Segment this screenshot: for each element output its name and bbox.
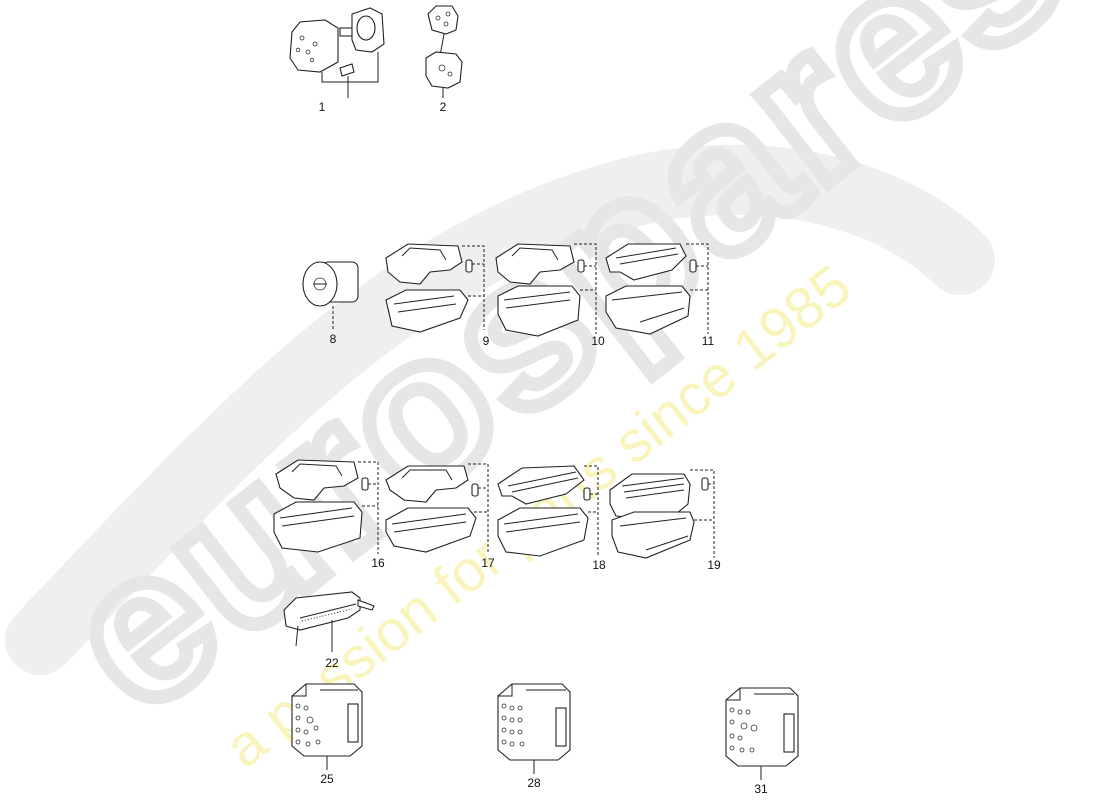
callout-part-28[interactable]: 28 (527, 776, 541, 790)
callout-part-2[interactable]: 2 (439, 100, 447, 114)
callout-part-17[interactable]: 17 (481, 556, 495, 570)
callout-part-18[interactable]: 18 (592, 558, 606, 572)
part-25-drawing (291, 683, 363, 770)
callout-part-19[interactable]: 19 (707, 558, 721, 572)
part-28-drawing (497, 683, 571, 774)
callout-part-25[interactable]: 25 (320, 772, 334, 786)
callout-part-11[interactable]: 11 (701, 334, 715, 348)
callout-part-22[interactable]: 22 (325, 656, 339, 670)
callout-part-16[interactable]: 16 (371, 556, 385, 570)
callout-part-8[interactable]: 8 (329, 332, 337, 346)
part-11-drawing (605, 243, 709, 335)
part-31-drawing (725, 687, 799, 780)
part-18-drawing (497, 465, 599, 557)
callout-part-10[interactable]: 10 (591, 334, 605, 348)
part-17-drawing (385, 463, 489, 554)
callout-part-1[interactable]: 1 (318, 100, 326, 114)
part-9-drawing (385, 243, 485, 333)
part-22-drawing (283, 591, 375, 652)
part-16-drawing (273, 459, 379, 554)
part-8-drawing (302, 261, 359, 330)
part-19-drawing (609, 469, 715, 559)
part-1-drawing (289, 7, 385, 98)
part-2-drawing (425, 5, 463, 98)
part-10-drawing (495, 243, 597, 337)
callout-part-31[interactable]: 31 (754, 782, 768, 796)
callout-part-9[interactable]: 9 (482, 334, 490, 348)
